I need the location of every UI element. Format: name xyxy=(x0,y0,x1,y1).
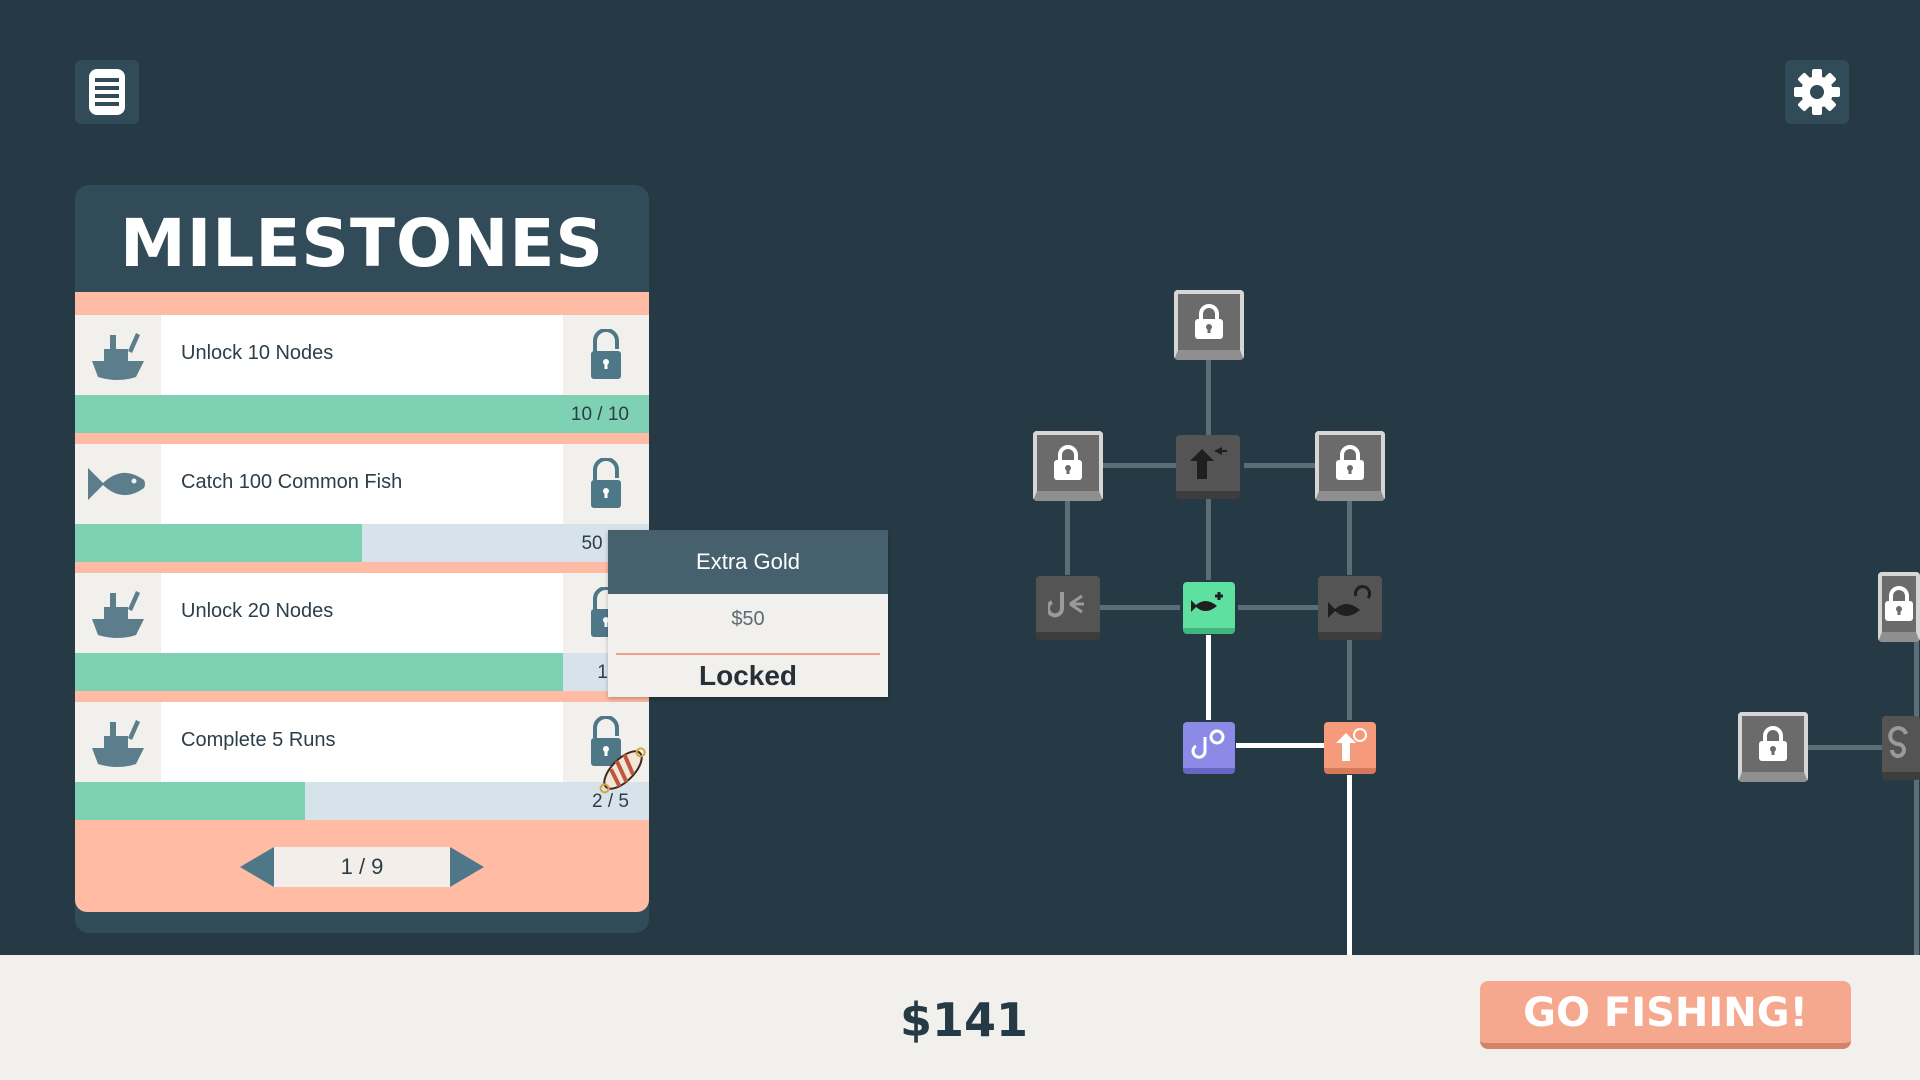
hook-gear-icon xyxy=(1191,729,1225,759)
tooltip-status: Locked xyxy=(698,660,798,691)
arrow-up-coin-icon xyxy=(1336,728,1367,761)
fish-respawn-node[interactable] xyxy=(1318,576,1382,640)
ship-icon xyxy=(75,702,161,782)
money-display: $141 xyxy=(900,993,1029,1047)
padlock-icon xyxy=(1054,445,1082,480)
tooltip-title: Extra Gold xyxy=(608,530,888,594)
list-menu-icon xyxy=(89,69,125,115)
padlock-icon xyxy=(1885,586,1913,621)
gear-icon xyxy=(1794,69,1840,115)
tree-edge xyxy=(1347,640,1352,720)
milestone-progress-bar: 2 / 5 xyxy=(75,782,649,820)
milestone-row: Catch 100 Common Fish 50 / 1 xyxy=(75,444,649,566)
milestone-label: Unlock 20 Nodes xyxy=(181,600,334,622)
tooltip-price: $50 xyxy=(731,608,765,630)
tree-edge xyxy=(1206,495,1211,580)
prev-page-arrow-icon[interactable] xyxy=(240,847,274,887)
locked-node[interactable] xyxy=(1174,290,1244,360)
locked-node[interactable] xyxy=(1878,572,1920,642)
milestone-progress-bar: 10 / 10 xyxy=(75,395,649,433)
padlock-icon xyxy=(1195,304,1223,339)
milestone-label: Unlock 10 Nodes xyxy=(181,342,334,364)
hook-gear-node[interactable] xyxy=(1183,722,1235,774)
tree-edge-unlocked xyxy=(1347,775,1352,955)
menu-button[interactable] xyxy=(75,60,139,124)
fish-refresh-icon xyxy=(1328,585,1372,618)
locked-node[interactable] xyxy=(1738,712,1808,782)
tree-edge xyxy=(1347,495,1352,575)
hook-icon xyxy=(1888,726,1908,758)
milestone-label: Complete 5 Runs xyxy=(181,729,336,751)
open-padlock-icon xyxy=(563,444,649,524)
go-fishing-button[interactable]: GO FISHING! xyxy=(1480,981,1851,1049)
extra-gold-node[interactable] xyxy=(1324,722,1376,774)
milestones-title: MILESTONES xyxy=(120,205,604,282)
locked-node[interactable] xyxy=(1033,431,1103,501)
milestone-row: Unlock 10 Nodes 10 / 10 xyxy=(75,315,649,437)
tree-edge-unlocked xyxy=(1236,743,1326,748)
node-tooltip: Extra Gold $50 Locked xyxy=(608,530,888,697)
fish-plus-node[interactable] xyxy=(1183,582,1235,634)
milestone-row: Complete 5 Runs 2 / 5 xyxy=(75,702,649,824)
progress-count: 10 / 10 xyxy=(570,404,629,425)
milestone-progress-bar: 17 / xyxy=(75,653,649,691)
tree-edge xyxy=(1914,640,1919,955)
locked-node[interactable] xyxy=(1315,431,1385,501)
milestones-panel: MILESTONES Unlock 10 Nodes 10 / 10 Catch… xyxy=(75,185,649,933)
milestone-row: Unlock 20 Nodes 17 / xyxy=(75,573,649,695)
settings-button[interactable] xyxy=(1785,60,1849,124)
hook-icon xyxy=(1048,592,1084,618)
ship-icon xyxy=(75,573,161,653)
lure-cursor-icon xyxy=(593,740,653,807)
bottom-bar: $141 GO FISHING! xyxy=(0,955,1920,1080)
tree-edge-unlocked xyxy=(1206,635,1211,720)
next-page-arrow-icon[interactable] xyxy=(450,847,484,887)
page-indicator: 1 / 9 xyxy=(274,847,450,887)
tree-edge xyxy=(1103,463,1183,468)
tree-edge xyxy=(1238,605,1318,610)
padlock-icon xyxy=(1759,726,1787,761)
ship-icon xyxy=(75,315,161,395)
progress-fill xyxy=(75,395,649,433)
tree-edge xyxy=(1065,495,1070,575)
tree-edge xyxy=(1206,350,1211,450)
milestones-list: Unlock 10 Nodes 10 / 10 Catch 100 Common… xyxy=(75,292,649,912)
tooltip-divider xyxy=(616,653,880,655)
open-padlock-icon xyxy=(563,315,649,395)
progress-fill xyxy=(75,653,563,691)
fish-icon xyxy=(75,444,161,524)
milestones-pager: 1 / 9 xyxy=(240,847,484,887)
tree-edge xyxy=(1806,745,1886,750)
hook-node[interactable] xyxy=(1882,716,1920,780)
progress-count: 2 / 5 xyxy=(592,791,629,812)
progress-fill xyxy=(75,524,362,562)
fish-plus-icon xyxy=(1191,592,1223,612)
upgrade-arrow-fish-node[interactable] xyxy=(1176,435,1240,499)
tree-edge xyxy=(1100,605,1180,610)
arrow-up-fish-icon xyxy=(1190,447,1227,479)
progress-fill xyxy=(75,782,305,820)
milestone-progress-bar: 50 / 1 xyxy=(75,524,649,562)
milestone-label: Catch 100 Common Fish xyxy=(181,471,403,493)
padlock-icon xyxy=(1336,445,1364,480)
hook-speed-node[interactable] xyxy=(1036,576,1100,640)
tree-edge xyxy=(1244,463,1324,468)
